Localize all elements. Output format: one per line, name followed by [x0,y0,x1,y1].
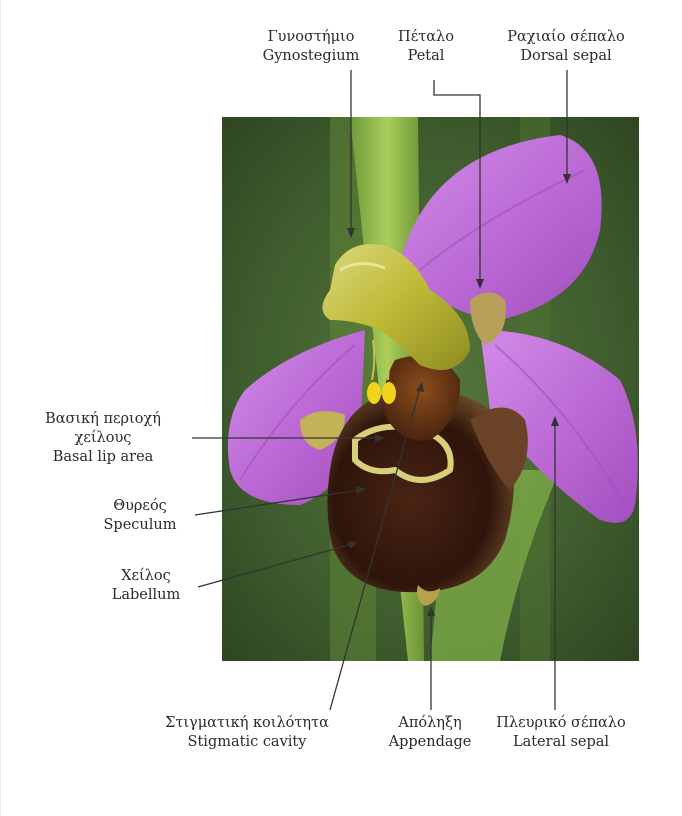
label-stigmatic-cavity-latin: Stigmatic cavity [142,733,352,752]
label-basal-lip-area: Βασική περιοχή χείλους Basal lip area [22,410,184,467]
label-labellum-latin: Labellum [96,586,196,605]
label-lateral-sepal-greek: Πλευρικό σέπαλο [486,714,636,733]
label-dorsal-sepal-latin: Dorsal sepal [491,47,641,66]
label-lateral-sepal-latin: Lateral sepal [486,733,636,752]
label-speculum: Θυρεός Speculum [90,497,190,535]
label-dorsal-sepal: Ραχιαίο σέπαλο Dorsal sepal [491,28,641,66]
label-stigmatic-cavity-greek: Στιγματική κοιλότητα [142,714,352,733]
label-basal-lip-latin: Basal lip area [22,448,184,467]
label-speculum-latin: Speculum [90,516,190,535]
label-appendage-latin: Appendage [380,733,480,752]
label-petal: Πέταλο Petal [386,28,466,66]
label-petal-latin: Petal [386,47,466,66]
label-lateral-sepal: Πλευρικό σέπαλο Lateral sepal [486,714,636,752]
label-stigmatic-cavity: Στιγματική κοιλότητα Stigmatic cavity [142,714,352,752]
label-basal-lip-greek-1: Βασική περιοχή [22,410,184,429]
label-labellum: Χείλος Labellum [96,567,196,605]
label-petal-greek: Πέταλο [386,28,466,47]
label-appendage: Απόληξη Appendage [380,714,480,752]
label-basal-lip-greek-2: χείλους [22,429,184,448]
label-speculum-greek: Θυρεός [90,497,190,516]
label-labellum-greek: Χείλος [96,567,196,586]
label-gynostegium-greek: Γυνοστήμιο [256,28,366,47]
label-dorsal-sepal-greek: Ραχιαίο σέπαλο [491,28,641,47]
label-gynostegium: Γυνοστήμιο Gynostegium [256,28,366,66]
page-edge [0,0,4,816]
label-gynostegium-latin: Gynostegium [256,47,366,66]
label-appendage-greek: Απόληξη [380,714,480,733]
